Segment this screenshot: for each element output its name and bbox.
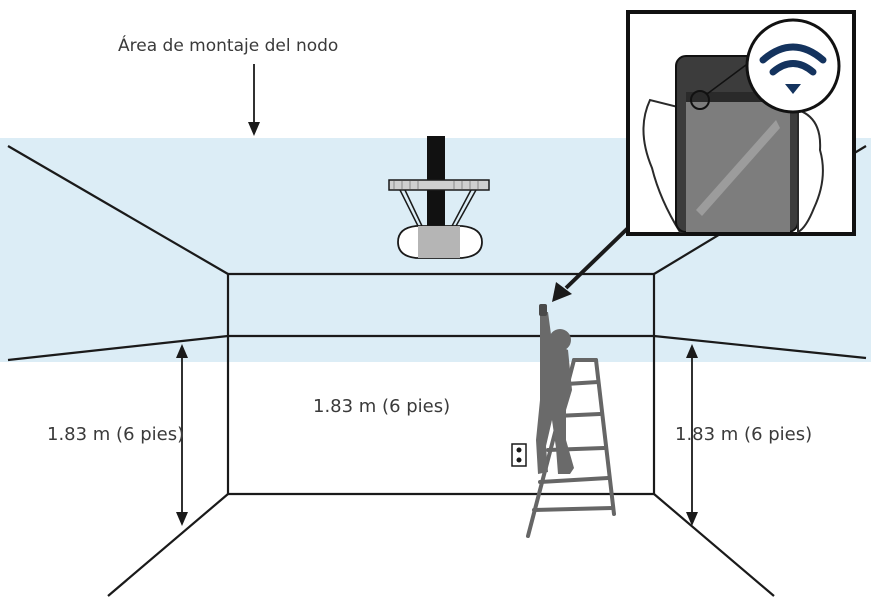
height-label-left: 1.83 m (6 pies) xyxy=(47,424,185,445)
phone-inset xyxy=(626,10,856,236)
mount-area-label: Área de montaje del nodo xyxy=(118,36,339,56)
height-label-right: 1.83 m (6 pies) xyxy=(675,424,813,445)
pointer-arrow xyxy=(552,226,630,302)
garage-door-opener-icon xyxy=(388,136,490,259)
height-label-center: 1.83 m (6 pies) xyxy=(313,396,451,417)
mount-area-arrow xyxy=(248,64,260,136)
wall-outlet-icon xyxy=(511,443,527,467)
dimension-arrow-right xyxy=(686,344,698,526)
person-on-ladder-icon xyxy=(526,304,616,538)
dimension-arrow-left xyxy=(176,344,188,526)
wifi-signal-icon xyxy=(759,43,827,76)
